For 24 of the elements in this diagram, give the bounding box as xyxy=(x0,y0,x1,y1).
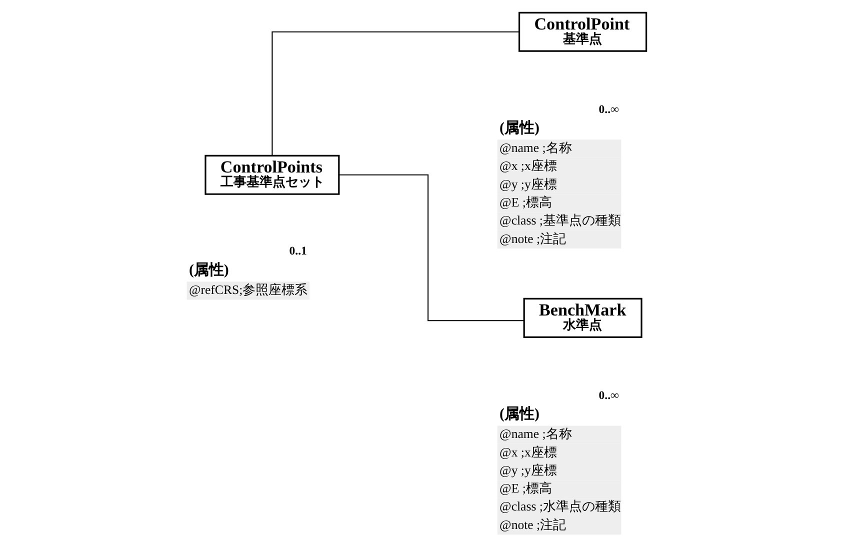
node-label: 0..1 xyxy=(288,244,306,258)
node-box: ControlPoints 工事基準点セット xyxy=(204,154,340,195)
node-label: @class ;水準点の種類 xyxy=(499,500,620,514)
node-label: (属性) xyxy=(499,406,539,422)
node-label: @y ;y座標 xyxy=(499,177,556,192)
node-label: @E ;標高 xyxy=(499,482,552,496)
node-label: @refCRS;参照座標系 xyxy=(188,283,308,298)
node-label: 0..∞ xyxy=(598,102,618,116)
node-label: @x ;x座標 xyxy=(499,445,556,460)
node-box: BenchMark 水準点 xyxy=(522,298,642,338)
node-label: @note ;注記 xyxy=(499,518,566,532)
node-label: @class ;基準点の種類 xyxy=(499,214,620,228)
node-label: @name ;名称 xyxy=(499,141,572,156)
connector xyxy=(271,31,519,156)
connector xyxy=(338,174,524,322)
node-label: @y ;y座標 xyxy=(499,463,556,478)
node-box: ControlPoint 基準点 xyxy=(518,12,647,52)
node-label: (属性) xyxy=(499,120,539,136)
node-label: 0..∞ xyxy=(598,388,618,402)
node-label: @x ;x座標 xyxy=(499,159,556,174)
node-label: @note ;注記 xyxy=(499,232,566,246)
node-label: @E ;標高 xyxy=(499,195,552,210)
node-label: @name ;名称 xyxy=(499,427,572,442)
node-label: (属性) xyxy=(188,262,228,278)
